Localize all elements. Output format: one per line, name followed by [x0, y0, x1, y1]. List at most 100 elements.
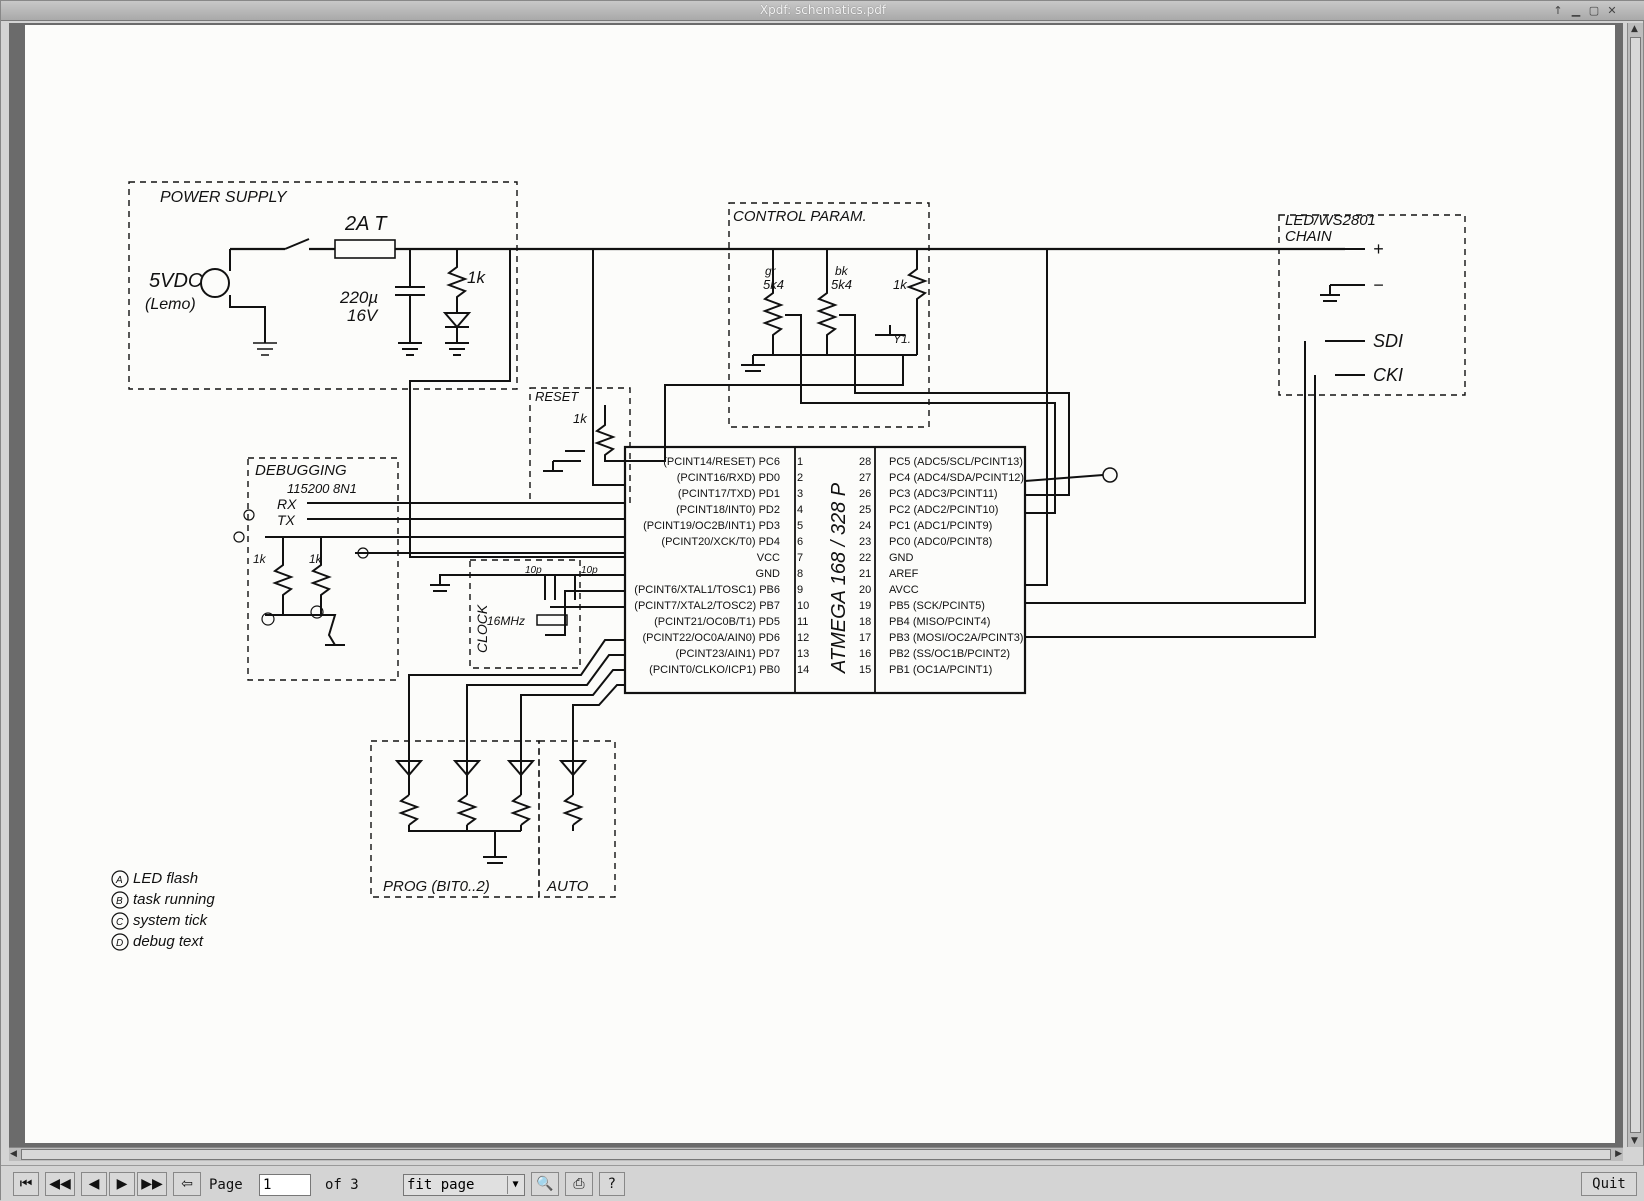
left-pin-label: (PCINT19/OC2B/INT1) PD3: [643, 520, 780, 532]
quit-label: Quit: [1592, 1176, 1626, 1192]
right-pin-label: GND: [889, 552, 914, 564]
right-pin-label: AREF: [889, 568, 919, 580]
debug-res2: 1k: [309, 552, 323, 566]
left-pin-number: 8: [797, 568, 803, 580]
find-icon: 🔍: [536, 1176, 554, 1192]
print-button[interactable]: ⎙: [565, 1172, 593, 1196]
pin-minus: −: [1373, 275, 1384, 295]
power-supply-title: POWER SUPPLY: [160, 189, 288, 206]
right-pin-number: 26: [859, 488, 871, 500]
left-pin-label: (PCINT0/CLKO/ICP1) PB0: [649, 664, 780, 676]
find-button[interactable]: 🔍: [531, 1172, 559, 1196]
right-pin-number: 24: [859, 520, 871, 532]
zoom-select[interactable]: fit page ▼: [403, 1174, 525, 1196]
vertical-scroll-thumb[interactable]: [1630, 37, 1641, 1133]
fuse-label: 2A T: [344, 213, 388, 235]
prev-5-button[interactable]: ◀◀: [45, 1172, 75, 1196]
bottom-toolbar: ⏮ ◀◀ ◀ ▶ ▶▶ ⇦ Page of 3 fit page ▼ 🔍 ⎙ ?…: [1, 1165, 1644, 1201]
minimize-icon[interactable]: ▁: [1571, 4, 1581, 17]
right-pin-label: PB4 (MISO/PCINT4): [889, 616, 990, 628]
clock-title: CLOCK: [474, 604, 490, 653]
maximize-icon[interactable]: ▢: [1588, 4, 1600, 17]
left-pin-label: GND: [756, 568, 781, 580]
auto-title: AUTO: [546, 878, 589, 895]
chip-body: [794, 446, 876, 694]
pot2-color: bk: [835, 264, 849, 278]
prev-page-button[interactable]: ◀: [81, 1172, 107, 1196]
left-pin-label: (PCINT20/XCK/T0) PD4: [661, 536, 780, 548]
help-button[interactable]: ?: [599, 1172, 625, 1196]
shade-icon[interactable]: ↑: [1553, 4, 1563, 17]
next-page-button[interactable]: ▶: [109, 1172, 135, 1196]
right-pin-label: PC5 (ADC5/SCL/PCINT13): [889, 456, 1023, 468]
block-outlines: [128, 181, 1466, 898]
vertical-scrollbar[interactable]: ▲ ▼: [1627, 23, 1643, 1147]
right-pin-number: 16: [859, 648, 871, 660]
left-pin-number: 9: [797, 584, 803, 596]
left-pin-number: 12: [797, 632, 809, 644]
chevron-down-icon: ▼: [507, 1176, 523, 1194]
horizontal-scrollbar[interactable]: ◀ ▶: [9, 1147, 1623, 1161]
debug-res1: 1k: [253, 552, 267, 566]
right-pin-number: 28: [859, 456, 871, 468]
right-pin-label: PC1 (ADC1/PCINT9): [889, 520, 992, 532]
psu-res-label: 1k: [467, 268, 486, 287]
control-param-box: [728, 202, 930, 428]
left-pin-label: VCC: [757, 552, 780, 564]
cap-value: 220µ: [339, 288, 378, 307]
legend-key-d: D: [116, 938, 123, 949]
left-pin-number: 11: [797, 616, 808, 628]
left-pin-number: 13: [797, 648, 809, 660]
pin-cki: CKI: [1373, 365, 1403, 385]
legend-key-c: C: [116, 917, 124, 928]
quit-button[interactable]: Quit: [1581, 1172, 1637, 1196]
scroll-left-icon[interactable]: ◀: [10, 1149, 17, 1159]
scroll-right-icon[interactable]: ▶: [1615, 1149, 1622, 1159]
left-pin-number: 1: [797, 456, 803, 468]
right-pin-label: PB2 (SS/OC1B/PCINT2): [889, 648, 1010, 660]
back-button[interactable]: ⇦: [173, 1172, 201, 1196]
title-bar[interactable]: Xpdf: schematics.pdf ↑ ▁ ▢ ✕: [1, 1, 1644, 21]
reset-res: 1k: [573, 411, 588, 426]
left-pin-label: (PCINT6/XTAL1/TOSC1) PB6: [634, 584, 780, 596]
right-pin-number: 19: [859, 600, 871, 612]
tx-label: TX: [277, 512, 296, 528]
clock-box: [469, 559, 581, 669]
left-pin-number: 7: [797, 552, 803, 564]
right-pin-number: 17: [859, 632, 871, 644]
window-title: Xpdf: schematics.pdf: [759, 3, 887, 17]
close-icon[interactable]: ✕: [1607, 4, 1617, 17]
document-area[interactable]: POWER SUPPLY 2A T 5VDC (Lemo) 220µ 16V 1…: [9, 23, 1623, 1147]
cap-voltage: 16V: [347, 306, 379, 325]
first-page-icon: ⏮: [19, 1176, 33, 1192]
pot1-value: 5k4: [763, 277, 784, 292]
chip-name: ATMEGA 168 / 328 P: [828, 482, 850, 674]
first-page-button[interactable]: ⏮: [13, 1172, 39, 1196]
right-pin-label: AVCC: [889, 584, 919, 596]
right-pin-number: 18: [859, 616, 871, 628]
print-icon: ⎙: [573, 1176, 585, 1192]
rx-label: RX: [277, 496, 297, 512]
left-pin-number: 3: [797, 488, 803, 500]
right-pin-label: PB3 (MOSI/OC2A/PCINT3): [889, 632, 1023, 644]
scroll-up-icon[interactable]: ▲: [1631, 24, 1638, 34]
page-number-input[interactable]: [259, 1174, 311, 1196]
input-label: 5VDC: [149, 270, 203, 292]
scroll-down-icon[interactable]: ▼: [1631, 1136, 1638, 1146]
legend-text-b: task running: [133, 891, 215, 908]
left-pin-number: 5: [797, 520, 803, 532]
hand-labels: POWER SUPPLY 2A T 5VDC (Lemo) 220µ 16V 1…: [145, 189, 1403, 895]
horizontal-scroll-thumb[interactable]: [21, 1149, 1611, 1160]
left-pin-label: (PCINT14/RESET) PC6: [663, 456, 780, 468]
zoom-value: fit page: [407, 1177, 475, 1193]
left-pin-label: (PCINT17/TXD) PD1: [678, 488, 780, 500]
page-count: of 3: [325, 1177, 359, 1193]
next-5-button[interactable]: ▶▶: [137, 1172, 167, 1196]
clock-cap2: 10p: [581, 565, 598, 576]
right-pin-label: PB1 (OC1A/PCINT1): [889, 664, 992, 676]
schematic-drawing: POWER SUPPLY 2A T 5VDC (Lemo) 220µ 16V 1…: [111, 181, 1466, 951]
next-5-icon: ▶▶: [141, 1176, 163, 1192]
